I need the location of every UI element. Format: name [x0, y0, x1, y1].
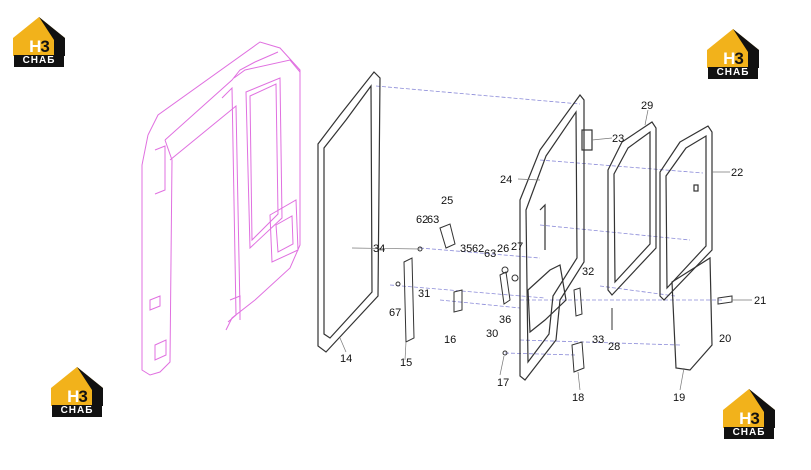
part-26-screw [501, 266, 509, 274]
logo-house-icon [51, 367, 103, 406]
part-25-bracket [439, 223, 456, 249]
part-label-16: 16 [444, 334, 456, 346]
part-label-22: 22 [731, 167, 743, 179]
part-label-19: 19 [673, 392, 685, 404]
logo-letter: Н [67, 387, 79, 406]
small-parts [395, 223, 733, 373]
part-19-lower-panel [671, 256, 713, 371]
logo-top-left: Н3 СНАБ [10, 14, 68, 68]
part-label-28: 28 [608, 341, 620, 353]
part-label-35: 35 [460, 243, 472, 255]
logo-caption: СНАБ [14, 55, 64, 67]
part-label-23: 23 [612, 133, 624, 145]
logo-bottom-left: Н3 СНАБ [48, 364, 106, 418]
part-label-63b: 63 [484, 248, 496, 260]
part-15-strip [403, 257, 415, 343]
part-22-window-frame [659, 125, 713, 301]
part-label-25: 25 [441, 195, 453, 207]
logo-house-icon [723, 389, 775, 428]
part-18-handle [571, 341, 585, 373]
part-36-latch [499, 271, 511, 305]
part-29-window [607, 121, 657, 296]
part-label-62a: 62 [416, 214, 428, 226]
part-label-21: 21 [754, 295, 766, 307]
part-label-32: 32 [582, 266, 594, 278]
part-label-24: 24 [500, 174, 512, 186]
part-label-20: 20 [719, 333, 731, 345]
part-14-door-seal [317, 71, 381, 353]
part-label-27: 27 [511, 241, 523, 253]
part-label-18: 18 [572, 392, 584, 404]
part-16-plate [453, 289, 463, 313]
part-21-clip [717, 295, 733, 305]
part-label-31: 31 [418, 288, 430, 300]
part-label-17: 17 [497, 377, 509, 389]
part-label-34: 34 [373, 243, 385, 255]
part-label-14: 14 [340, 353, 352, 365]
part-17-bolt [502, 350, 508, 356]
logo-number: 3 [750, 409, 760, 428]
logo-caption: СНАБ [724, 427, 774, 439]
part-27-screw [511, 274, 519, 282]
part-32-lock [573, 287, 583, 317]
part-24-door-frame [519, 94, 593, 381]
logo-number: 3 [734, 49, 744, 68]
logo-caption: СНАБ [708, 67, 758, 79]
logo-number: 3 [78, 387, 88, 406]
label-leaders [339, 109, 752, 391]
logo-letter: Н [723, 49, 735, 68]
part-label-67: 67 [389, 307, 401, 319]
part-label-63a: 63 [427, 214, 439, 226]
logo-number: 3 [40, 37, 50, 56]
part-label-30: 30 [486, 328, 498, 340]
part-label-36: 36 [499, 314, 511, 326]
logo-house-icon [13, 17, 65, 56]
logo-bottom-right: Н3 СНАБ [720, 386, 778, 440]
part-labels: 14 15 16 17 18 19 20 21 22 23 24 25 26 2… [340, 100, 766, 404]
logo-letter: Н [29, 37, 41, 56]
part-label-29: 29 [641, 100, 653, 112]
part-label-62b: 62 [472, 243, 484, 255]
part-label-26: 26 [497, 243, 509, 255]
logo-caption: СНАБ [52, 405, 102, 417]
part-label-15: 15 [400, 357, 412, 369]
logo-top-right: Н3 СНАБ [704, 26, 762, 80]
alignment-lines [375, 85, 722, 356]
cab-frame [141, 41, 301, 376]
logo-letter: Н [739, 409, 751, 428]
part-label-33: 33 [592, 334, 604, 346]
logo-house-icon [707, 29, 759, 68]
